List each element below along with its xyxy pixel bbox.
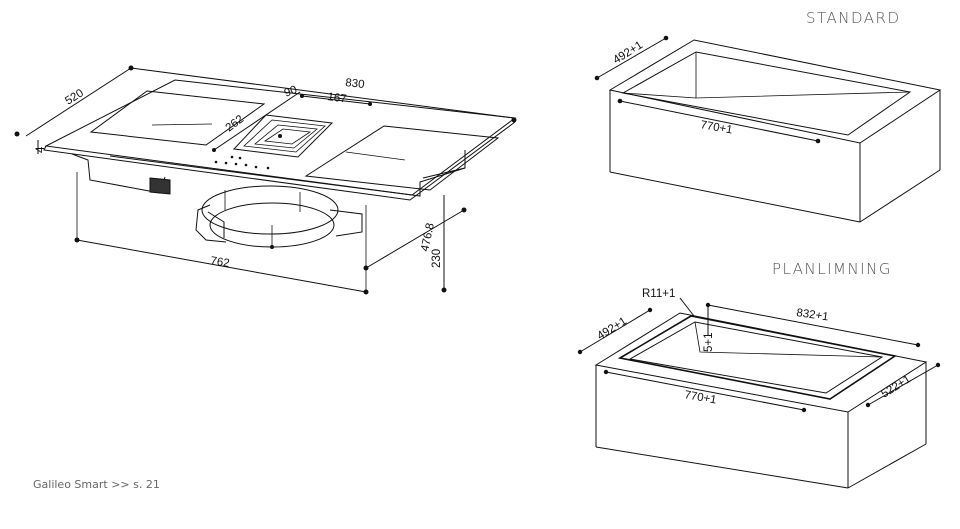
connector-block bbox=[149, 177, 171, 195]
right-cooking-zone bbox=[304, 125, 500, 191]
dim-height: 230 bbox=[431, 249, 443, 268]
fan-motor-unit bbox=[195, 185, 363, 249]
flush-dim-outer-depth: 522+1 bbox=[879, 373, 913, 400]
hob-glass-edge bbox=[43, 121, 516, 201]
flush-dim-inner-depth: 492+1 bbox=[595, 315, 629, 342]
heading-planlimning: PLANLIMNING bbox=[772, 260, 892, 278]
footer-page-reference: Galileo Smart >> s. 21 bbox=[33, 478, 160, 491]
left-cooking-zone bbox=[89, 90, 266, 146]
dim-hob-thickness: 4 bbox=[35, 146, 47, 153]
control-dots bbox=[214, 155, 270, 170]
standard-worktop-top bbox=[608, 39, 942, 144]
hob-drawing: 520 830 4 90 167 262 762 476.8 bbox=[14, 65, 517, 295]
standard-cutout-drawing: 492+1 770+1 bbox=[594, 35, 942, 223]
dim-vent-center: 262 bbox=[224, 113, 247, 134]
flush-dim-rebate-depth: 5+1 bbox=[703, 332, 715, 352]
standard-dim-width: 770+1 bbox=[699, 119, 733, 136]
heading-standard: STANDARD bbox=[806, 9, 901, 27]
dim-base-depth: 476.8 bbox=[419, 222, 437, 253]
flush-dim-outer-width: 832+1 bbox=[796, 307, 830, 323]
flush-dim-radius: R11+1 bbox=[642, 288, 675, 300]
hob-body-right bbox=[109, 150, 466, 197]
vent-grille bbox=[232, 114, 334, 158]
dim-vent-width: 90 bbox=[283, 84, 299, 100]
dim-vent-offset: 167 bbox=[327, 91, 348, 106]
flush-rebate-outer bbox=[617, 315, 898, 400]
flush-dim-inner-width: 770+1 bbox=[683, 389, 717, 406]
dim-base-width: 762 bbox=[210, 255, 231, 270]
flush-cutout-drawing: R11+1 5+1 832+1 522+1 492+1 770+1 bbox=[577, 288, 941, 489]
flush-cutout-opening bbox=[628, 321, 884, 394]
dim-hob-width: 830 bbox=[345, 77, 365, 91]
